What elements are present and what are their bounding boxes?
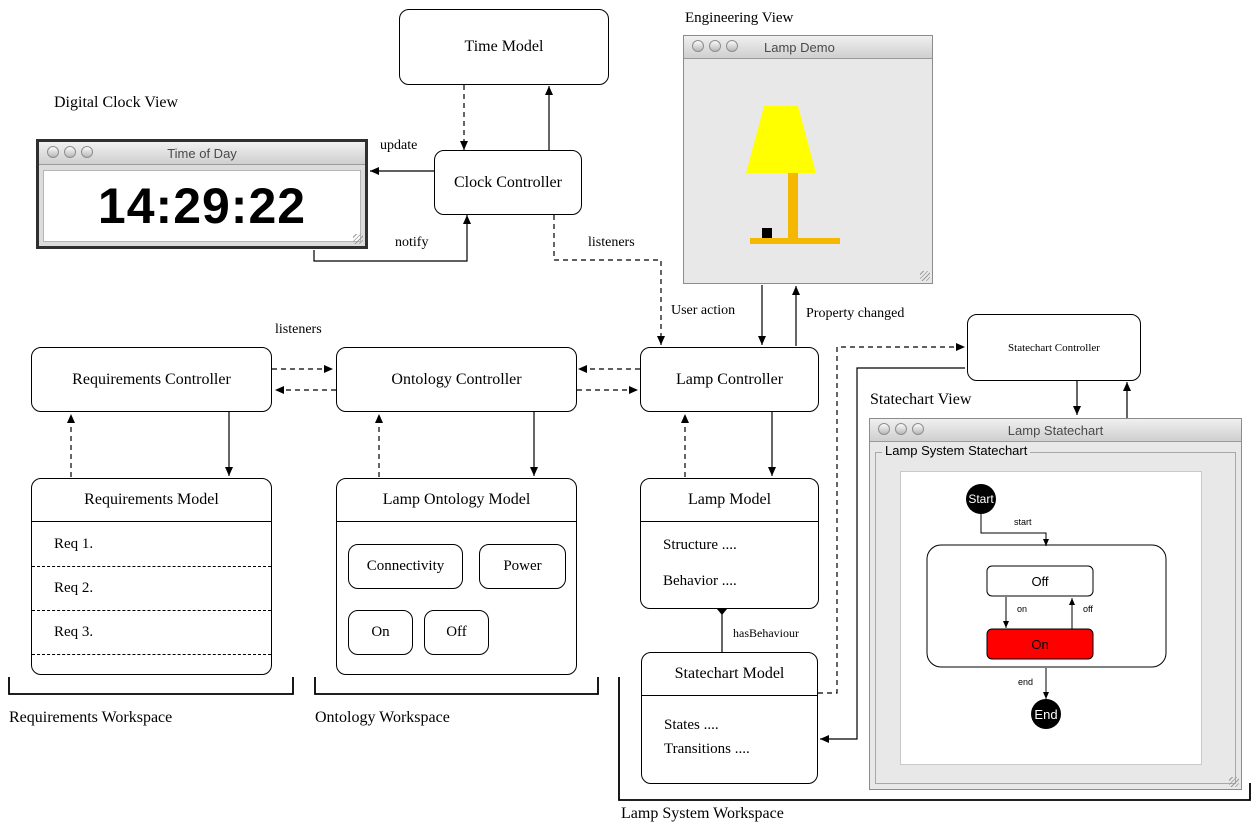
requirements-model-title: Requirements Model [32, 479, 271, 522]
transition-on-label: on [1017, 604, 1028, 614]
lamp-controller-node: Lamp Controller [640, 347, 819, 412]
lamp-drawing [746, 106, 840, 244]
on-state [986, 628, 1094, 660]
clock-window-titlebar: Time of Day [39, 142, 365, 165]
arrow-notify [313, 215, 471, 262]
lamp-shade [746, 106, 816, 173]
statechart-group-frame [875, 452, 1236, 784]
property-changed-label: Property changed [806, 306, 905, 321]
has-behaviour-label: hasBehaviour [733, 626, 799, 640]
lamp-stem [788, 173, 798, 241]
lamp-switch [762, 228, 772, 238]
user-action-label: User action [671, 303, 736, 318]
lamp-model-title: Lamp Model [641, 479, 818, 522]
notify-label: notify [395, 235, 429, 250]
ontology-item-off: Off [424, 610, 489, 655]
lamp-statechart-titlebar: Lamp Statechart [870, 419, 1241, 442]
req-row: Req 2. [32, 567, 271, 611]
lamp-demo-titlebar: Lamp Demo [684, 36, 932, 59]
digital-clock-view-label: Digital Clock View [54, 94, 179, 111]
minimize-button[interactable] [895, 423, 907, 435]
lamp-base [750, 238, 840, 244]
clock-controller-node: Clock Controller [434, 150, 582, 215]
engineering-view-label: Engineering View [685, 10, 794, 26]
lamp-ontology-model-title: Lamp Ontology Model [337, 479, 576, 522]
clock-time-display: 14:29:22 [97, 178, 307, 234]
listeners-label-top: listeners [588, 235, 635, 250]
statechart-controller-node: Statechart Controller [967, 314, 1141, 381]
close-button[interactable] [47, 146, 59, 158]
arrow-statechart-controller-to-model [820, 367, 965, 743]
arrow-statechart-model-to-controller [818, 343, 965, 694]
arrow-listeners-clock-lamp [553, 215, 665, 345]
ontology-controller-node: Ontology Controller [336, 347, 577, 412]
resize-grip[interactable] [920, 271, 930, 281]
resize-grip[interactable] [353, 234, 363, 244]
statechart-model-title: Statechart Model [642, 653, 817, 696]
statechart-view-label: Statechart View [870, 391, 972, 408]
requirements-model-node: Requirements Model Req 1. Req 2. Req 3. [31, 478, 272, 675]
statechart-group-label: Lamp System Statechart [882, 443, 1031, 458]
requirements-controller-node: Requirements Controller [31, 347, 272, 412]
req-row: Req 3. [32, 611, 271, 655]
off-state [986, 565, 1094, 597]
ontology-item-power: Power [479, 544, 566, 589]
bracket-ontology-workspace [314, 677, 599, 695]
update-label: update [380, 138, 418, 153]
ontology-workspace-label: Ontology Workspace [315, 709, 450, 726]
composite-state [926, 544, 1167, 668]
close-button[interactable] [878, 423, 890, 435]
requirements-workspace-label: Requirements Workspace [9, 709, 173, 726]
statechart-model-node: Statechart Model States .... Transitions… [641, 652, 818, 784]
zoom-button[interactable] [912, 423, 924, 435]
start-state-label: Start [968, 492, 994, 506]
lamp-model-node: Lamp Model Structure .... Behavior .... [640, 478, 819, 609]
time-model-node: Time Model [399, 9, 609, 85]
lamp-system-workspace-label: Lamp System Workspace [621, 805, 784, 822]
ontology-item-connectivity: Connectivity [348, 544, 463, 589]
lamp-statechart-window: Lamp Statechart Lamp System Statechart S… [869, 418, 1242, 790]
resize-grip[interactable] [1229, 777, 1239, 787]
statechart-model-states: States .... [664, 717, 719, 733]
statechart-model-transitions: Transitions .... [664, 741, 750, 757]
minimize-button[interactable] [64, 146, 76, 158]
end-state-label: End [1034, 706, 1058, 722]
lamp-ontology-model-node: Lamp Ontology Model Connectivity Power O… [336, 478, 577, 675]
lamp-statechart-title: Lamp Statechart [1007, 422, 1104, 438]
zoom-button[interactable] [726, 40, 738, 52]
minimize-button[interactable] [709, 40, 721, 52]
listeners-label-left: listeners [275, 322, 322, 337]
clock-window-title: Time of Day [167, 145, 237, 161]
ontology-item-on: On [348, 610, 413, 655]
end-state [1031, 699, 1061, 729]
start-state [966, 484, 996, 514]
req-row: Req 1. [32, 523, 271, 567]
bracket-requirements-workspace [8, 677, 294, 695]
off-state-label: Off [1031, 573, 1049, 589]
bracket-lamp-system-workspace [618, 677, 1251, 801]
statechart-diagram [926, 484, 1167, 729]
lamp-demo-window: Lamp Demo [683, 35, 933, 284]
lamp-demo-title: Lamp Demo [764, 39, 835, 55]
transition-off-label: off [1083, 604, 1093, 614]
transition-end-label: end [1018, 677, 1034, 687]
zoom-button[interactable] [81, 146, 93, 158]
close-button[interactable] [692, 40, 704, 52]
on-state-label: On [1031, 636, 1049, 652]
transition-start-label: start [1014, 517, 1032, 527]
lamp-model-structure: Structure .... [663, 537, 737, 553]
clock-window: Time of Day 14:29:22 [36, 139, 368, 249]
lamp-model-behavior: Behavior .... [663, 573, 737, 589]
